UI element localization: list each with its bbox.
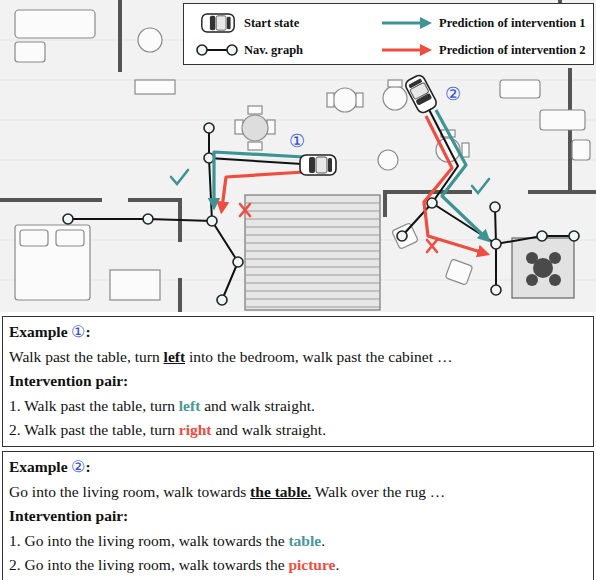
pair-heading: Intervention pair:: [9, 504, 587, 529]
instruction-text: Go into the living room, walk towards th…: [9, 480, 587, 505]
callout-number: ②: [445, 84, 461, 104]
instruction-text: 2. Go into the living room, walk towards…: [9, 553, 587, 578]
instruction-text: Walk past the table, turn left into the …: [9, 345, 587, 370]
highlight-word: right: [179, 421, 212, 438]
highlight-word: the table.: [250, 483, 311, 500]
example-heading: Example ②:: [9, 455, 587, 480]
legend-sample: [382, 50, 426, 51]
highlight-word: left: [179, 397, 201, 414]
legend-text: Start state: [244, 15, 299, 31]
highlight-word: ①: [71, 323, 85, 340]
highlight-word: left: [164, 348, 186, 365]
legend-text: Prediction of intervention 2: [439, 42, 586, 58]
callout-number: ①: [289, 131, 305, 151]
legend-text: Prediction of intervention 1: [439, 15, 586, 31]
instruction-text: 2. Walk past the table, turn right and w…: [9, 418, 587, 443]
legend-sample: [382, 23, 426, 24]
example-box: Example ②:Go into the living room, walk …: [2, 451, 594, 580]
legend-box: Start state Prediction of intervention 1 N…: [183, 3, 594, 65]
legend-text: Nav. graph: [244, 42, 303, 58]
legend-sample: [202, 14, 234, 32]
instruction-text: 1. Go into the living room, walk towards…: [9, 529, 587, 554]
instruction-text: 1. Walk past the table, turn left and wa…: [9, 394, 587, 419]
example-box: Example ①:Walk past the table, turn left…: [2, 316, 594, 447]
legend-sample: [197, 45, 237, 55]
example-heading: Example ①:: [9, 320, 587, 345]
highlight-word: picture: [288, 556, 335, 573]
highlight-word: table: [288, 532, 321, 549]
highlight-word: ②: [71, 458, 85, 475]
pair-heading: Intervention pair:: [9, 369, 587, 394]
